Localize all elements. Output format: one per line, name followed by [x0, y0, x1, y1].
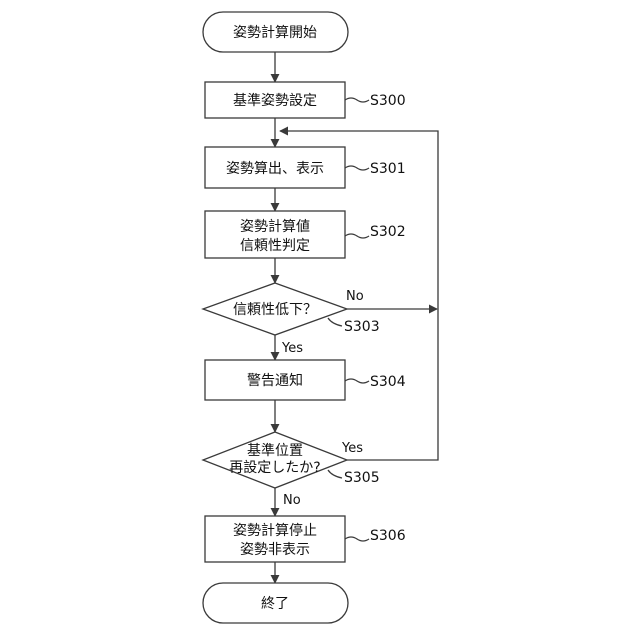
s305-no-label: No	[283, 493, 301, 508]
step-s301: 姿勢算出、表示 S301	[205, 147, 406, 188]
s305-yes-label: Yes	[341, 441, 363, 456]
s306-text-line2: 姿勢非表示	[240, 542, 310, 558]
end-text: 終了	[261, 596, 289, 612]
decision-s305: 基準位置 再設定したか? S305 Yes No	[203, 432, 380, 508]
s303-yes-label: Yes	[281, 341, 303, 356]
s301-text: 姿勢算出、表示	[226, 161, 324, 177]
s300-leader	[345, 98, 369, 102]
s306-text-line1: 姿勢計算停止	[233, 522, 317, 539]
s306-leader	[345, 537, 369, 541]
s305-text-line2: 再設定したか?	[229, 460, 320, 476]
step-s304: 警告通知 S304	[205, 360, 406, 400]
start-terminator: 姿勢計算開始	[203, 12, 348, 52]
step-s302: 姿勢計算値 信頼性判定 S302	[205, 211, 406, 258]
s302-text-line2: 信頼性判定	[240, 238, 310, 254]
s302-text-line1: 姿勢計算値	[240, 219, 310, 235]
s302-label: S302	[370, 224, 406, 240]
step-s300: 基準姿勢設定 S300	[205, 82, 406, 118]
s304-label: S304	[370, 374, 406, 390]
s302-leader	[345, 234, 369, 238]
s303-no-label: No	[346, 289, 364, 304]
s301-leader	[345, 166, 369, 170]
s305-label: S305	[344, 470, 380, 486]
end-terminator: 終了	[203, 583, 348, 623]
s303-label: S303	[344, 319, 380, 335]
s300-label: S300	[370, 93, 406, 109]
step-s306: 姿勢計算停止 姿勢非表示 S306	[205, 516, 406, 562]
start-text: 姿勢計算開始	[233, 25, 317, 41]
s304-text: 警告通知	[247, 372, 303, 389]
s303-leader	[328, 318, 342, 326]
decision-s303: 信頼性低下？ S303 No Yes	[203, 283, 380, 356]
s305-leader	[328, 470, 342, 478]
s301-label: S301	[370, 161, 406, 177]
s303-text: 信頼性低下？	[233, 302, 317, 318]
s304-leader	[345, 379, 369, 383]
s305-text-line1: 基準位置	[247, 442, 303, 459]
s306-label: S306	[370, 528, 406, 544]
s300-text: 基準姿勢設定	[233, 92, 317, 109]
